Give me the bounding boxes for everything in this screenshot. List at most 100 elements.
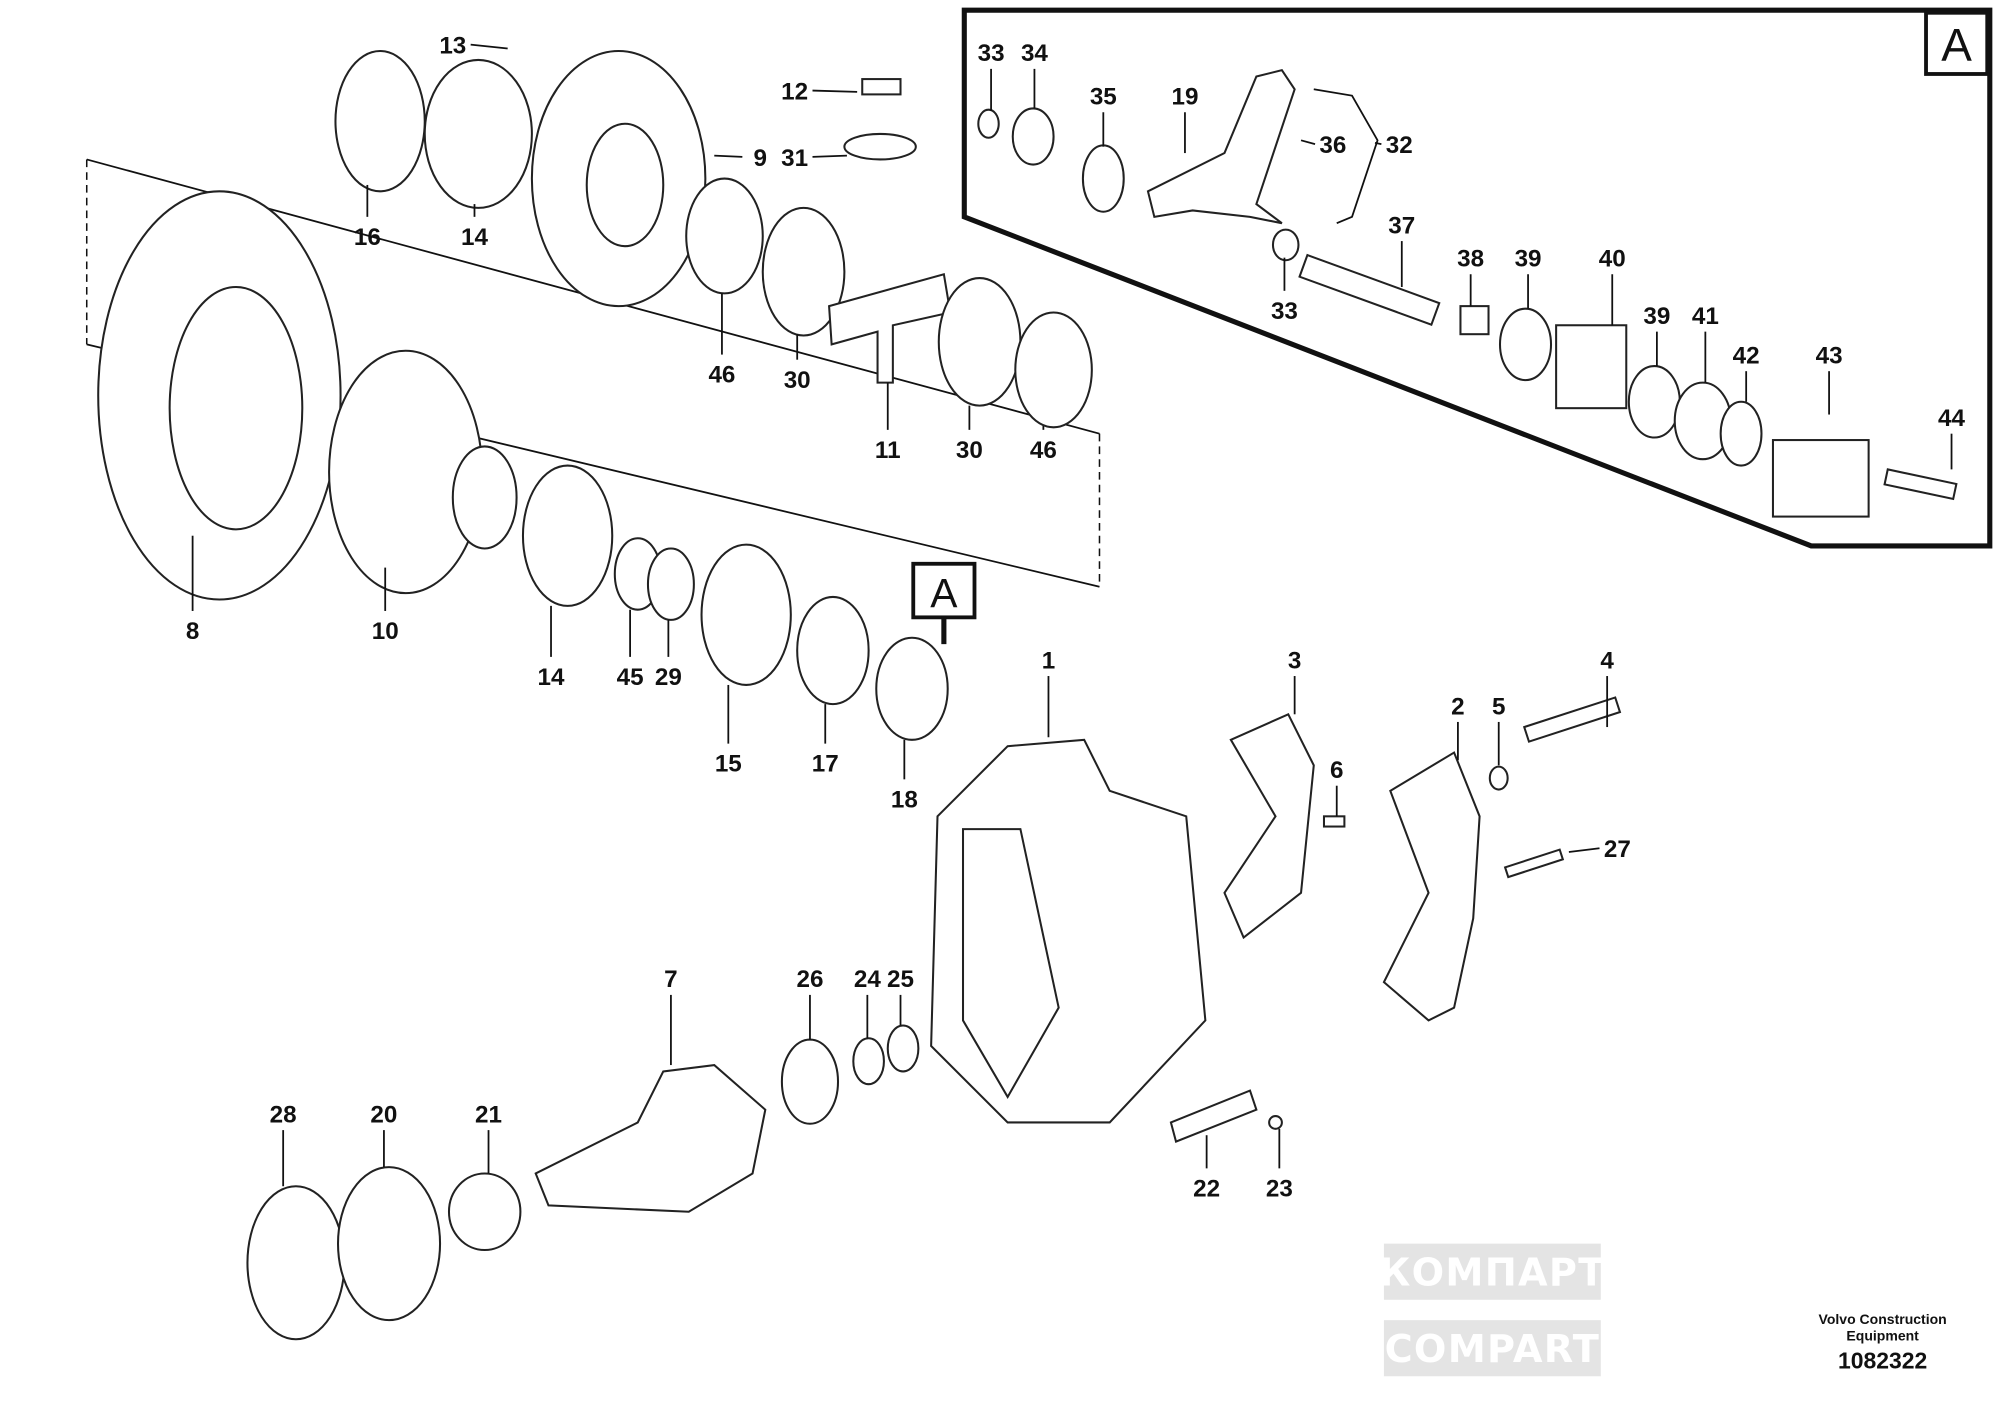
part-number-label[interactable]: 10 [372, 618, 399, 645]
inset-part-number-label[interactable]: 40 [1599, 246, 1626, 273]
part-number-label[interactable]: 22 [1193, 1175, 1220, 1202]
part-number-label[interactable]: 30 [956, 437, 983, 464]
part-number-label[interactable]: 45 [617, 664, 644, 691]
inset-part-number-label[interactable]: 37 [1388, 212, 1415, 239]
part-20-bearing [336, 1166, 442, 1322]
watermark-text: КОМПАРТ [1379, 1251, 1606, 1296]
part-23-screw [1268, 1115, 1283, 1130]
part-number-label[interactable]: 20 [370, 1101, 397, 1128]
part-number-label[interactable]: 17 [812, 751, 839, 778]
part-43-block [1771, 439, 1870, 518]
inset-part-number-label[interactable]: 43 [1816, 343, 1843, 370]
part-33-circlip [977, 108, 1000, 139]
inset-part-number-label[interactable]: 41 [1692, 303, 1719, 330]
part-37-shaft [1298, 253, 1441, 326]
part-number-label[interactable]: 14 [538, 664, 565, 691]
part-4-bolt [1522, 696, 1622, 743]
part-number-label[interactable]: 18 [891, 786, 918, 813]
part-15 [700, 543, 792, 686]
watermark-text: COMPART [1385, 1327, 1601, 1372]
part-18 [875, 636, 949, 741]
part-number-label[interactable]: 12 [781, 78, 808, 105]
part-number-label[interactable]: 13 [439, 33, 466, 60]
part-number-label[interactable]: 30 [784, 367, 811, 394]
part-24 [852, 1037, 885, 1086]
part-2-bearing-cap [1382, 751, 1481, 1022]
leader-line [714, 154, 743, 158]
inset-part-number-label[interactable]: 39 [1643, 303, 1670, 330]
part-number-label[interactable]: 8 [186, 618, 199, 645]
part-14-bearing [423, 58, 533, 209]
part-21-sleeve [447, 1172, 522, 1252]
inset-part-number-label[interactable]: 33 [978, 40, 1005, 67]
part-number-label[interactable]: 46 [708, 362, 735, 389]
part-30-gear-b [937, 277, 1022, 407]
part-number-label[interactable]: 29 [655, 664, 682, 691]
part-7-pinion [534, 1063, 767, 1213]
part-number-label[interactable]: 46 [1030, 437, 1057, 464]
part-number-label[interactable]: 9 [753, 145, 766, 172]
part-38-sleeve [1459, 305, 1490, 336]
inset-part-number-label[interactable]: 42 [1733, 343, 1760, 370]
part-28-o-ring [246, 1185, 346, 1341]
watermark-bar [1383, 1320, 1601, 1377]
inset-part-number-label[interactable]: 38 [1457, 246, 1484, 273]
part-number-label[interactable]: 23 [1266, 1175, 1293, 1202]
part-number-label[interactable]: 6 [1330, 757, 1343, 784]
part-number-label[interactable]: 3 [1288, 647, 1301, 674]
part-3-bearing-cap [1223, 712, 1315, 940]
part-number-label[interactable]: 2 [1451, 693, 1464, 720]
inset-part-number-label[interactable]: 32 [1386, 132, 1413, 159]
part-number-label[interactable]: 7 [664, 966, 677, 993]
part-5-washer [1488, 765, 1509, 791]
inset-part-number-label[interactable]: 44 [1938, 405, 1965, 432]
part-number-label[interactable]: 24 [854, 966, 881, 993]
part-40-flange [1555, 324, 1628, 410]
part-number-label[interactable]: 11 [875, 437, 901, 464]
part-number-label[interactable]: 26 [796, 966, 823, 993]
leader-line [1568, 847, 1600, 853]
part-26-bearing [780, 1038, 840, 1125]
part-19-shift-fork [1146, 68, 1296, 225]
inset-part-number-label[interactable]: 35 [1090, 84, 1117, 111]
part-12 [861, 78, 902, 96]
part-30-gear [761, 206, 846, 337]
inset-part-number-label[interactable]: 19 [1171, 84, 1198, 111]
inset-part-number-label[interactable]: 36 [1319, 132, 1346, 159]
leader-line [812, 154, 847, 158]
part-number-label[interactable]: 4 [1600, 647, 1614, 674]
part-22-plate [1169, 1089, 1258, 1143]
inset-frame [961, 7, 1993, 549]
inset-part-number-label[interactable]: 34 [1021, 40, 1048, 67]
part-number-label[interactable]: 14 [461, 224, 488, 251]
inset-title-box [1924, 10, 1990, 76]
part-number-label[interactable]: 21 [475, 1101, 502, 1128]
part-number-label[interactable]: 15 [715, 751, 742, 778]
part-27-pin [1503, 848, 1565, 879]
part-14-bearing-b [521, 464, 614, 607]
inset-part-number-label[interactable]: 33 [1271, 298, 1298, 325]
leader-line [1300, 139, 1316, 145]
part-number-label[interactable]: 25 [887, 966, 914, 993]
part-number-label[interactable]: 28 [270, 1101, 297, 1128]
part-33-circlip-b [1271, 228, 1300, 262]
part-number-label[interactable]: 5 [1492, 693, 1505, 720]
part-number-label[interactable]: 27 [1604, 836, 1631, 863]
part-32-spring-wire [1313, 88, 1379, 225]
part-44-bolt [1883, 468, 1958, 501]
part-number-label[interactable]: 31 [781, 145, 808, 172]
part-39-o-ring [1498, 307, 1553, 382]
inset-part-number-label[interactable]: 39 [1515, 246, 1542, 273]
watermark-layer: КОМПАРТ COMPART [1379, 1243, 1606, 1377]
footer-company-line1: Volvo Construction [1819, 1311, 1947, 1327]
part-number-label[interactable]: 1 [1042, 647, 1055, 674]
callout-box-label: A [930, 570, 958, 616]
part-39-o-ring-b [1627, 365, 1681, 439]
leader-line [470, 43, 508, 50]
part-number-label[interactable]: 16 [354, 224, 381, 251]
leader-line [812, 89, 858, 93]
part-42-o-ring [1719, 400, 1763, 467]
part-25 [886, 1024, 920, 1073]
